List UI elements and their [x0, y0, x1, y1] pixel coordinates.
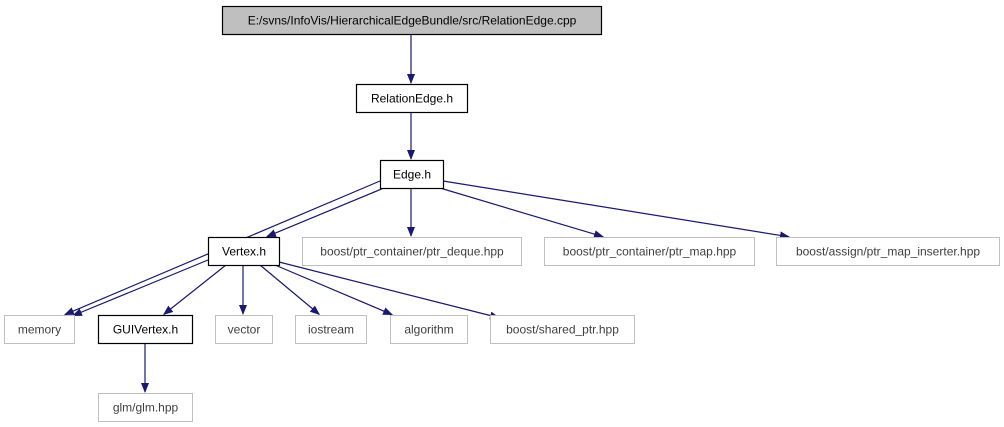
node-label: Vertex.h: [222, 245, 266, 259]
node-ptr_deque: boost/ptr_container/ptr_deque.hpp: [302, 237, 522, 266]
node-ptr_map_inserter: boost/assign/ptr_map_inserter.hpp: [776, 237, 1000, 266]
node-memory: memory: [4, 315, 75, 344]
edge-vertex_h-to-algorithm: [274, 264, 394, 316]
node-box: [215, 315, 273, 344]
node-label: boost/shared_ptr.hpp: [506, 323, 619, 337]
node-box: [776, 237, 1000, 266]
node-box: [390, 315, 468, 344]
node-label: algorithm: [404, 323, 453, 337]
edge-vertex_h-to-guivertex_h: [163, 264, 227, 316]
edge-edge_h-to-ptr_map_inserter: [442, 180, 790, 240]
node-label: glm/glm.hpp: [113, 401, 179, 415]
node-box: [207, 236, 281, 267]
edge-vertex_h-to-shared_ptr: [278, 261, 501, 320]
node-box: [544, 237, 755, 266]
node-shared_ptr: boost/shared_ptr.hpp: [490, 315, 635, 344]
node-label: boost/ptr_container/ptr_map.hpp: [563, 245, 737, 259]
node-vector: vector: [215, 315, 273, 344]
node-label: boost/ptr_container/ptr_deque.hpp: [320, 245, 504, 259]
node-box: [302, 237, 522, 266]
node-iostream: iostream: [295, 315, 367, 344]
node-ptr_map: boost/ptr_container/ptr_map.hpp: [544, 237, 755, 266]
edges-layer: [64, 34, 790, 393]
edge-vertex_h-to-iostream: [259, 264, 321, 315]
node-label: GUIVertex.h: [113, 323, 178, 337]
node-vertex_h[interactable]: Vertex.h: [207, 236, 281, 267]
node-label: Edge.h: [393, 168, 431, 182]
node-label: memory: [18, 323, 61, 337]
node-box: [295, 315, 367, 344]
node-label: E:/svns/InfoVis/HierarchicalEdgeBundle/s…: [248, 14, 577, 28]
node-box: [98, 393, 193, 422]
node-label: iostream: [308, 323, 354, 337]
node-guivertex_h[interactable]: GUIVertex.h: [97, 314, 194, 345]
node-box: [4, 315, 75, 344]
node-edge_h[interactable]: Edge.h: [379, 159, 445, 190]
node-label: vector: [228, 323, 261, 337]
nodes-layer: E:/svns/InfoVis/HierarchicalEdgeBundle/s…: [4, 5, 1000, 422]
edge-edge_h-to-ptr_map: [439, 187, 605, 238]
edge-vertex_h-to-memory: [71, 259, 209, 317]
node-relationedge_h[interactable]: RelationEdge.h: [355, 83, 469, 114]
node-box: [221, 5, 603, 36]
node-root[interactable]: E:/svns/InfoVis/HierarchicalEdgeBundle/s…: [221, 5, 603, 36]
node-glm: glm/glm.hpp: [98, 393, 193, 422]
node-algorithm: algorithm: [390, 315, 468, 344]
edge-edge_h-to-vertex_h: [266, 187, 385, 238]
node-box: [355, 83, 469, 114]
node-box: [379, 159, 445, 190]
node-label: boost/assign/ptr_map_inserter.hpp: [796, 245, 980, 259]
node-box: [97, 314, 194, 345]
node-label: RelationEdge.h: [371, 92, 453, 106]
node-box: [490, 315, 635, 344]
